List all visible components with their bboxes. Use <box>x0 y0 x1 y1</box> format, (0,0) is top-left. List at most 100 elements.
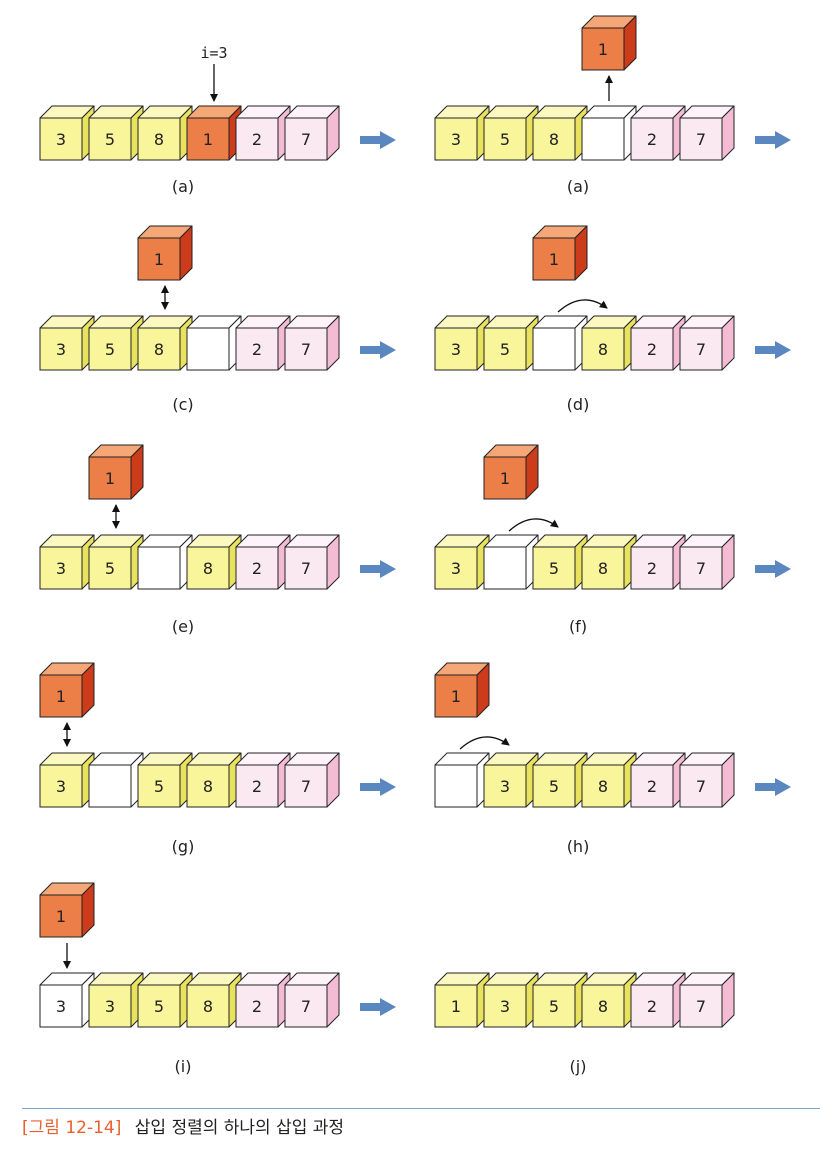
cube-front-face <box>532 764 576 808</box>
cube-front-face <box>581 117 625 161</box>
cube-front-face <box>581 764 625 808</box>
array-cell: 7 <box>284 752 340 808</box>
cube-front-face <box>137 327 181 371</box>
cube-value: 7 <box>301 559 311 578</box>
cube-value: 3 <box>56 559 66 578</box>
cube-value: 7 <box>301 340 311 359</box>
array-cell: 7 <box>679 315 735 371</box>
cube-value: 3 <box>451 559 461 578</box>
cube-value: 8 <box>598 997 608 1016</box>
cube-front-face <box>235 117 279 161</box>
cube-value: 3 <box>451 130 461 149</box>
cube-front-face <box>284 327 328 371</box>
cube-value: 7 <box>301 997 311 1016</box>
array-cell: 3 <box>434 534 490 590</box>
cube-value: 2 <box>647 997 657 1016</box>
cube-front-face <box>88 456 132 500</box>
array-cell: 3 <box>483 972 539 1028</box>
cube-value: 5 <box>549 997 559 1016</box>
next-step-arrow-icon <box>755 341 791 359</box>
step-label: (c) <box>172 395 193 414</box>
array-cell: 8 <box>581 534 637 590</box>
array-cell: 5 <box>532 972 588 1028</box>
cube-value: 3 <box>451 340 461 359</box>
cube-value: 3 <box>56 997 66 1016</box>
cube-front-face <box>630 764 674 808</box>
held-key-cube: 1 <box>483 444 539 500</box>
cube-value: 3 <box>56 130 66 149</box>
cube-front-face <box>532 237 576 281</box>
array-cell: 7 <box>679 534 735 590</box>
cube-front-face <box>483 984 527 1028</box>
cube-front-face <box>88 764 132 808</box>
cube-front-face <box>483 456 527 500</box>
array-cell <box>137 534 193 590</box>
held-key-cube: 1 <box>39 882 95 938</box>
cube-front-face <box>137 764 181 808</box>
step-label: (a) <box>172 177 194 196</box>
cube-front-face <box>434 117 478 161</box>
cube-value: 3 <box>105 997 115 1016</box>
next-step-arrow-icon <box>360 778 396 796</box>
cube-front-face <box>532 546 576 590</box>
cube-value: 1 <box>154 250 164 269</box>
cube-value: 5 <box>500 340 510 359</box>
cube-value: 1 <box>500 469 510 488</box>
array-cell: 7 <box>679 752 735 808</box>
cube-front-face <box>39 764 83 808</box>
array-cell: 3 <box>434 315 490 371</box>
cube-value: 8 <box>598 559 608 578</box>
cube-front-face <box>483 117 527 161</box>
cube-front-face <box>39 117 83 161</box>
cube-front-face <box>284 117 328 161</box>
cube-front-face <box>284 764 328 808</box>
cube-front-face <box>434 546 478 590</box>
cube-value: 5 <box>500 130 510 149</box>
cube-value: 1 <box>451 997 461 1016</box>
cube-front-face <box>39 984 83 1028</box>
array-cell: 2 <box>235 972 291 1028</box>
held-key-cube: 1 <box>581 15 637 71</box>
array-cell: 5 <box>88 105 144 161</box>
shift-arrow-icon <box>459 736 510 750</box>
cube-value: 7 <box>301 130 311 149</box>
array-cell <box>532 315 588 371</box>
cube-front-face <box>630 327 674 371</box>
cube-value: 3 <box>56 777 66 796</box>
array-cell <box>581 105 637 161</box>
array-cell: 5 <box>88 534 144 590</box>
cube-front-face <box>483 546 527 590</box>
array-cell: 3 <box>483 752 539 808</box>
array-cell: 8 <box>137 315 193 371</box>
cube-value: 1 <box>203 130 213 149</box>
cube-front-face <box>39 674 83 718</box>
array-cell <box>483 534 539 590</box>
cube-value: 3 <box>56 340 66 359</box>
array-cell: 3 <box>39 752 95 808</box>
array-cell: 8 <box>186 972 242 1028</box>
cube-value: 2 <box>252 130 262 149</box>
cube-value: 1 <box>549 250 559 269</box>
cube-value: 8 <box>154 130 164 149</box>
array-cell: 3 <box>39 105 95 161</box>
cube-front-face <box>39 327 83 371</box>
step-label: (j) <box>570 1057 587 1076</box>
cube-value: 1 <box>598 40 608 59</box>
array-cell: 5 <box>532 534 588 590</box>
next-step-arrow-icon <box>360 131 396 149</box>
cube-value: 2 <box>647 777 657 796</box>
step-label: (a) <box>567 177 589 196</box>
cube-front-face <box>235 984 279 1028</box>
cube-front-face <box>235 327 279 371</box>
array-cell: 2 <box>235 315 291 371</box>
cube-value: 7 <box>696 130 706 149</box>
cube-value: 1 <box>56 907 66 926</box>
array-cell: 8 <box>186 534 242 590</box>
cube-value: 5 <box>105 559 115 578</box>
